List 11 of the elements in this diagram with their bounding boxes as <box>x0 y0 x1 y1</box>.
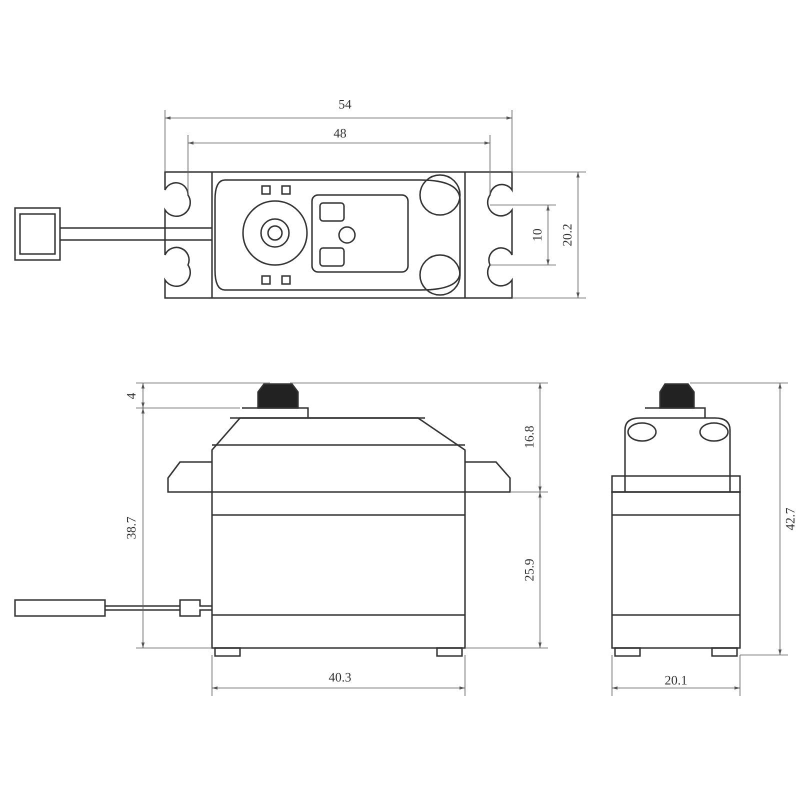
dimension-label: 40.3 <box>328 670 352 684</box>
dimension-label: 48 <box>334 126 346 140</box>
dimension-label: 16.8 <box>522 426 536 448</box>
dimension-label: 38.7 <box>124 516 138 540</box>
dimension-label: 25.9 <box>522 558 536 582</box>
dimension-label: 10 <box>530 228 544 242</box>
dimension-label: 20.2 <box>560 224 574 246</box>
dimension-label: 54 <box>338 98 352 110</box>
dimension-label: 42.7 <box>784 508 796 530</box>
dimension-label: 4 <box>124 392 138 400</box>
dimension-label: 20.1 <box>664 674 688 686</box>
